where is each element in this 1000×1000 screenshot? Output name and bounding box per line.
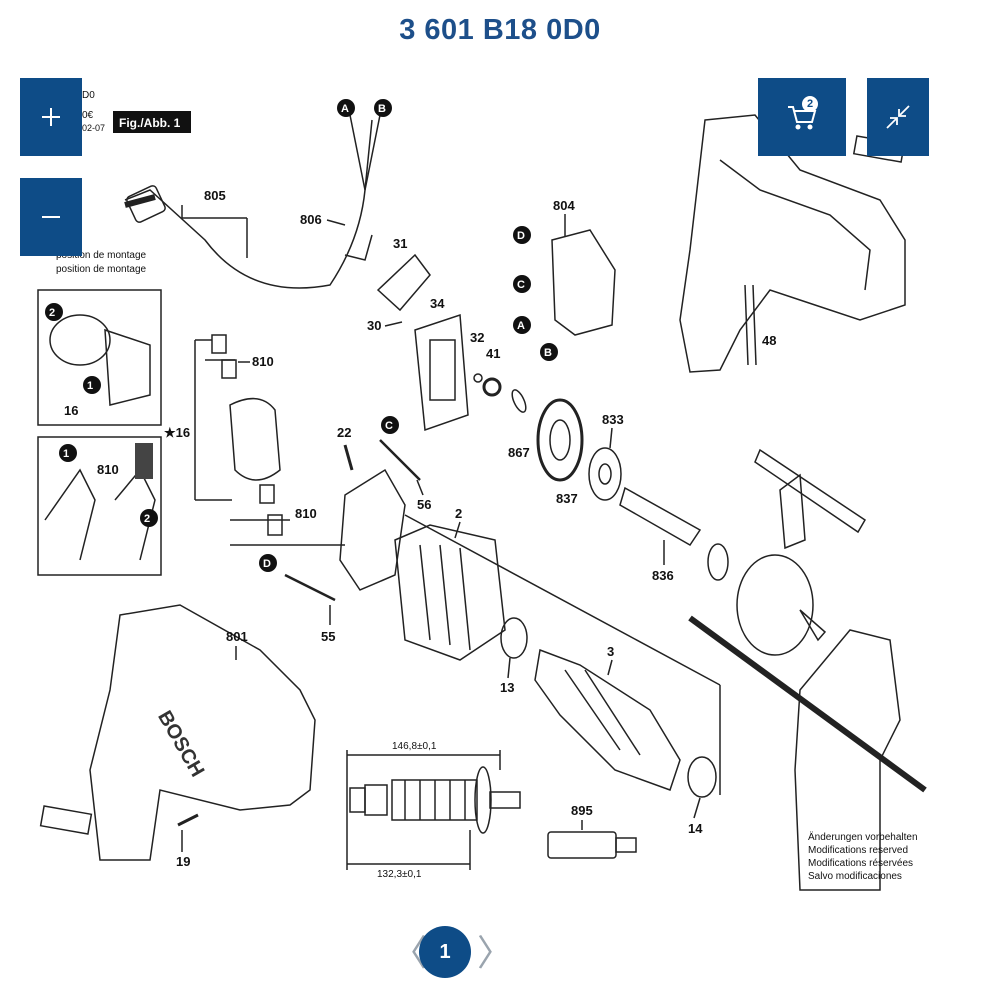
zoom-in-button[interactable]: [20, 78, 82, 156]
part-810-top: 810: [252, 354, 274, 369]
field-housing: [339, 468, 406, 591]
sheet-code-2: 0€: [82, 110, 94, 121]
part-801: 801: [226, 629, 248, 644]
step-1-box1: 1: [87, 380, 93, 392]
part-14: 14: [688, 821, 703, 836]
brand-logo: BOSCH: [153, 707, 208, 781]
part-805: 805: [204, 188, 226, 203]
step-2-box1: 2: [49, 307, 55, 319]
part-34: 34: [430, 296, 445, 311]
callout-b-top: B: [378, 103, 386, 115]
part-2-stator: [394, 524, 506, 661]
part-31-shape: [376, 253, 431, 312]
part-16-group: ★16: [164, 425, 190, 440]
part-55: 55: [321, 629, 335, 644]
part-806: 806: [300, 212, 322, 227]
part-2: 2: [455, 506, 462, 521]
brush-plate: [229, 397, 281, 481]
part-22: 22: [337, 425, 351, 440]
callout-a-top: A: [341, 103, 349, 115]
current-page-indicator[interactable]: 1: [419, 926, 471, 978]
part-30: 30: [367, 318, 381, 333]
step-1-box2: 1: [63, 448, 69, 460]
gear-837: [536, 398, 584, 482]
callout-d-wire: D: [263, 558, 271, 570]
page-title: 3 601 B18 0D0: [399, 14, 601, 46]
part-56: 56: [417, 497, 431, 512]
assembly-line-4: position de montage: [56, 264, 147, 275]
part-833: 833: [602, 412, 624, 427]
callout-c-switch: C: [517, 279, 525, 291]
bearing-833: [588, 447, 622, 501]
bearing-13: [500, 617, 528, 659]
power-cord: [124, 119, 373, 289]
part-41: 41: [486, 346, 500, 361]
sheet-date: 02-07: [82, 123, 105, 133]
fig-label-box: [113, 111, 191, 133]
fig-label: Fig./Abb. 1: [119, 116, 181, 130]
armature-3: [534, 648, 681, 791]
side-handle: [794, 629, 901, 891]
part-13: 13: [500, 680, 514, 695]
grease-tube-895: [547, 831, 617, 859]
drill-body: [89, 604, 316, 861]
callout-d-switch: D: [517, 230, 525, 242]
dim-top: 146,8±0,1: [392, 741, 437, 752]
chuck-key: [754, 448, 867, 534]
next-page-button[interactable]: 〉: [477, 933, 514, 974]
part-48: 48: [762, 333, 776, 348]
zoom-out-button[interactable]: [20, 178, 82, 256]
notice-line-4: Salvo modificaciones: [808, 871, 902, 882]
screw-19: [177, 813, 199, 827]
part-804-shape: [551, 229, 616, 336]
spindle-836: [619, 486, 702, 546]
part-32: 32: [470, 330, 484, 345]
detail-box-1: [37, 289, 162, 426]
part-31: 31: [393, 236, 407, 251]
pagination: 〈 1 〉: [385, 920, 513, 990]
part-895: 895: [571, 803, 593, 818]
minus-icon: [42, 216, 60, 218]
part-810-bottom: 810: [295, 506, 317, 521]
part-804: 804: [553, 198, 575, 213]
bearing-14: [687, 756, 717, 798]
part-19: 19: [176, 854, 190, 869]
part-810-detail: 810: [97, 462, 119, 477]
part-867: 867: [508, 445, 530, 460]
collapse-button[interactable]: [867, 78, 929, 156]
sheet-code: D0: [82, 90, 95, 101]
dim-bottom: 132,3±0,1: [377, 869, 422, 880]
exploded-view-diagram: D0 0€ 02-07 Fig./Abb. 1 ge bly position …: [37, 90, 927, 891]
part-16-detail: 16: [64, 403, 78, 418]
depth-rod: [688, 615, 927, 793]
part-837: 837: [556, 491, 578, 506]
detail-box-2: [37, 436, 162, 576]
assembly-line-3: position de montage: [56, 250, 147, 261]
drill-chuck: [736, 554, 814, 656]
part-34-shape: [414, 313, 469, 432]
part-3: 3: [607, 644, 614, 659]
cart-button[interactable]: 2: [758, 78, 846, 156]
plus-icon: [42, 108, 60, 126]
callout-a-switch: A: [517, 320, 525, 332]
step-2-box2: 2: [144, 513, 150, 525]
collapse-arrows-icon: [886, 105, 910, 129]
callout-c-wire: C: [385, 420, 393, 432]
notice-line-1: Änderungen vorbehalten: [808, 831, 918, 843]
notice-line-3: Modifications réservées: [808, 858, 913, 869]
part-836: 836: [652, 568, 674, 583]
housing-half: [679, 114, 906, 373]
plug: [126, 185, 166, 223]
callout-b-switch: B: [544, 347, 552, 359]
cart-count-badge: 2: [802, 96, 818, 112]
notice-line-2: Modifications reserved: [808, 845, 908, 856]
